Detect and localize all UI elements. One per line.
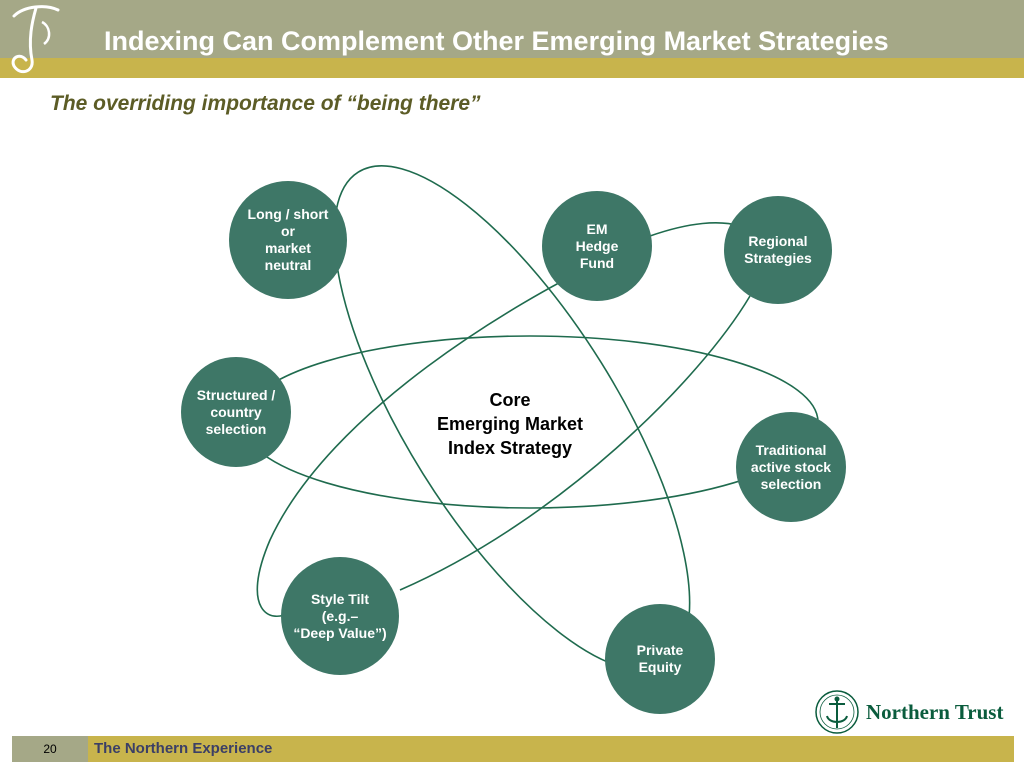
node-structured-country-selection-label: Structured / country selection	[196, 386, 276, 437]
brand-name: Northern Trust	[866, 700, 1004, 724]
page-subtitle: The overriding importance of “being ther…	[50, 92, 481, 115]
node-regional-strategies: Regional Strategies	[724, 196, 832, 304]
node-traditional-active-stock-selection: Traditional active stock selection	[736, 412, 846, 522]
footer-bar	[88, 736, 1014, 762]
footer-text: The Northern Experience	[94, 740, 273, 757]
node-regional-strategies-label: Regional Strategies	[744, 233, 812, 266]
header-bar	[0, 0, 1024, 58]
header-stripe	[0, 58, 1024, 78]
node-long-short: Long / short or market neutral	[229, 181, 347, 299]
node-em-hedge-fund: EM Hedge Fund	[542, 191, 652, 301]
node-style-tilt: Style Tilt (e.g.– “Deep Value”)	[281, 557, 399, 675]
node-style-tilt-label: Style Tilt (e.g.– “Deep Value”)	[293, 590, 387, 641]
page-number: 20	[12, 736, 88, 762]
northern-trust-logo-icon	[815, 690, 859, 734]
node-long-short-label: Long / short or market neutral	[247, 206, 329, 273]
node-traditional-active-stock-selection-label: Traditional active stock selection	[750, 441, 832, 492]
node-private-equity-label: Private Equity	[636, 642, 684, 675]
orbit-tilted	[256, 261, 601, 617]
node-private-equity: Private Equity	[605, 604, 715, 714]
node-structured-country-selection: Structured / country selection	[181, 357, 291, 467]
page-title: Indexing Can Complement Other Emerging M…	[104, 26, 889, 56]
core-strategy-label: Core Emerging Market Index Strategy	[436, 390, 584, 458]
orbit-tilted-lower	[399, 295, 751, 591]
northern-trust-monogram-icon	[11, 5, 60, 74]
node-em-hedge-fund-label: EM Hedge Fund	[575, 220, 619, 271]
